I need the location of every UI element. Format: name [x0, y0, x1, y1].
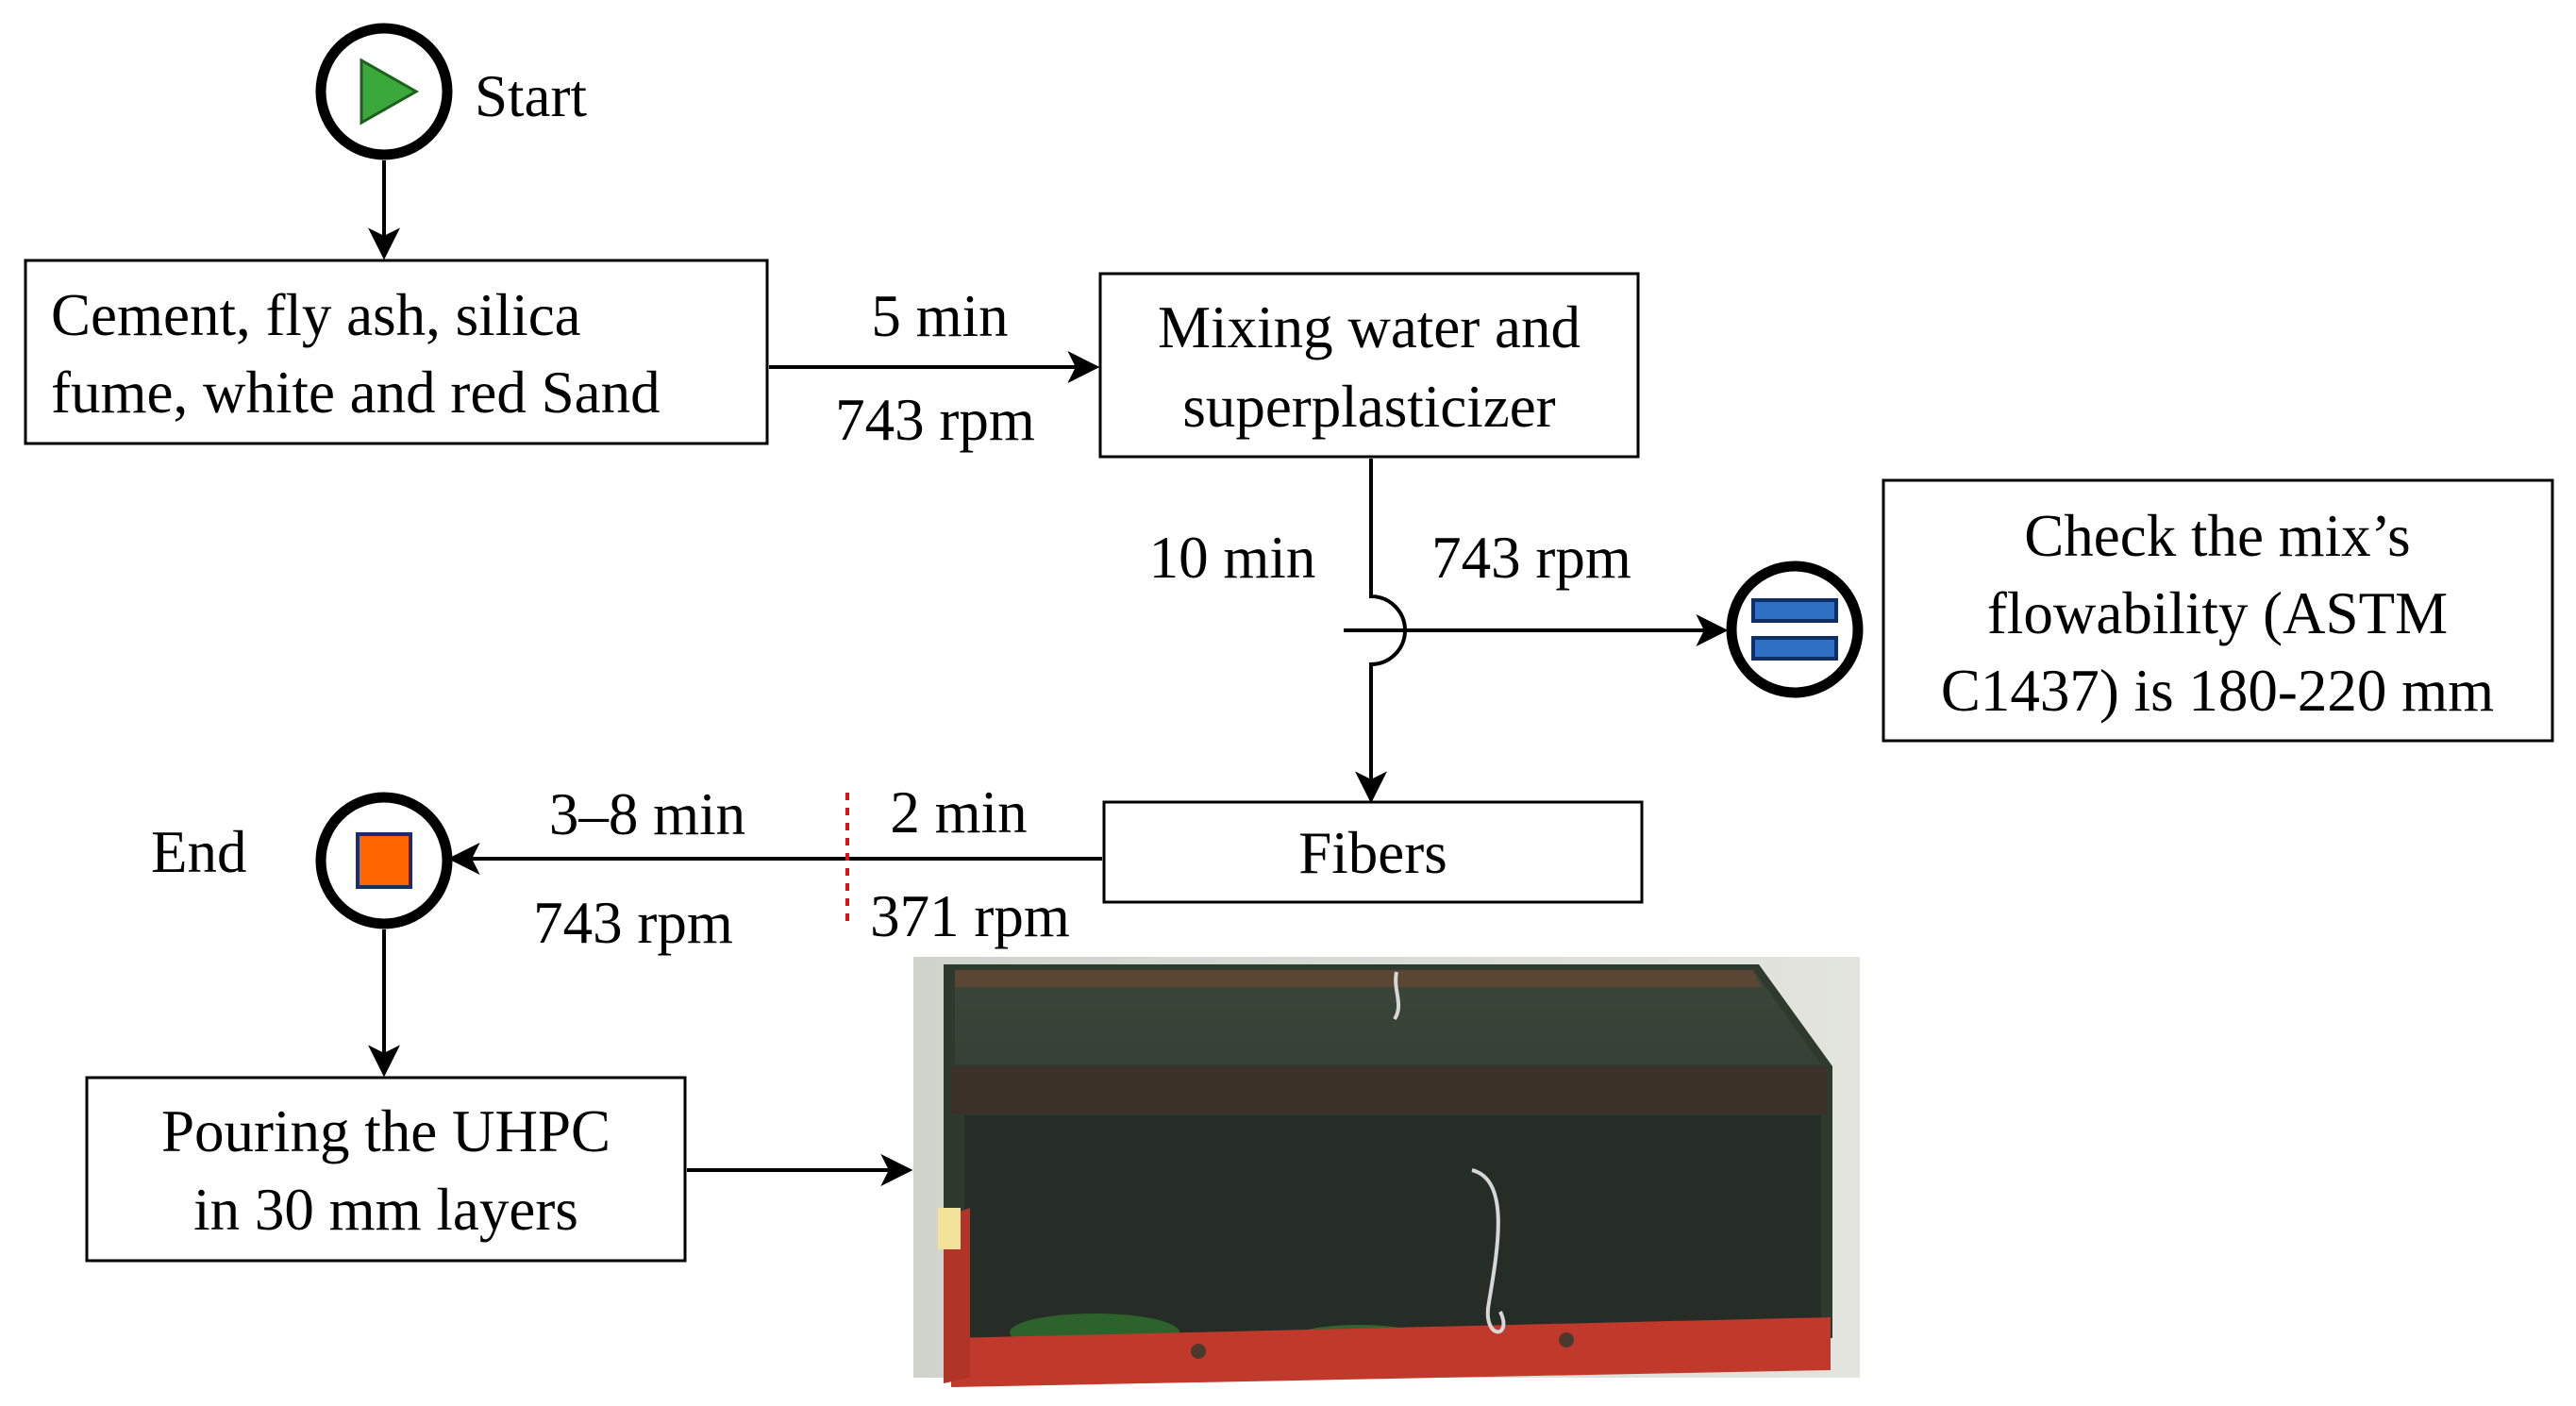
materials-line-2: fume, white and red Sand	[51, 360, 661, 426]
fibers-stage-two-speed: 743 rpm	[533, 890, 733, 956]
node-flow-check: Check the mix’s flowability (ASTM C1437)…	[1882, 478, 2554, 743]
end-label: End	[151, 819, 246, 885]
mold-photo	[913, 957, 1860, 1387]
flow-check-line-2: flowability (ASTM	[1987, 580, 2448, 646]
pouring-line-1: Pouring the UHPC	[161, 1098, 611, 1164]
fibers-line-1: Fibers	[1298, 820, 1447, 886]
start-terminal: Start	[315, 23, 587, 160]
materials-to-mixing-speed: 743 rpm	[835, 387, 1035, 453]
check-ring	[1726, 561, 1864, 698]
equals-icon	[1751, 598, 1838, 661]
materials-line-1: Cement, fly ash, silica	[51, 282, 581, 348]
pouring-line-2: in 30 mm layers	[193, 1177, 578, 1243]
materials-to-mixing-time: 5 min	[871, 283, 1008, 349]
mixing-line-2: superplasticizer	[1182, 374, 1555, 440]
fibers-stage-two-time: 3–8 min	[549, 781, 745, 847]
mixing-to-fibers-speed: 743 rpm	[1431, 525, 1631, 591]
flow-check-symbol	[1726, 561, 1864, 698]
mixing-line-1: Mixing water and	[1158, 294, 1581, 360]
end-terminal: End	[151, 792, 453, 929]
flow-check-line-1: Check the mix’s	[2024, 503, 2410, 569]
start-label: Start	[475, 63, 587, 129]
stop-icon	[356, 832, 412, 889]
flow-check-line-3: C1437) is 180-220 mm	[1941, 658, 2494, 724]
node-materials: Cement, fly ash, silica fume, white and …	[24, 259, 769, 445]
node-pouring: Pouring the UHPC in 30 mm layers	[85, 1076, 687, 1263]
node-mixing: Mixing water and superplasticizer	[1098, 272, 1640, 459]
play-icon	[360, 58, 420, 126]
fibers-stage-one-time: 2 min	[890, 779, 1027, 845]
node-fibers: Fibers	[1102, 800, 1644, 904]
fibers-stage-one-speed: 371 rpm	[870, 883, 1070, 949]
mixing-to-fibers-time: 10 min	[1149, 525, 1316, 591]
